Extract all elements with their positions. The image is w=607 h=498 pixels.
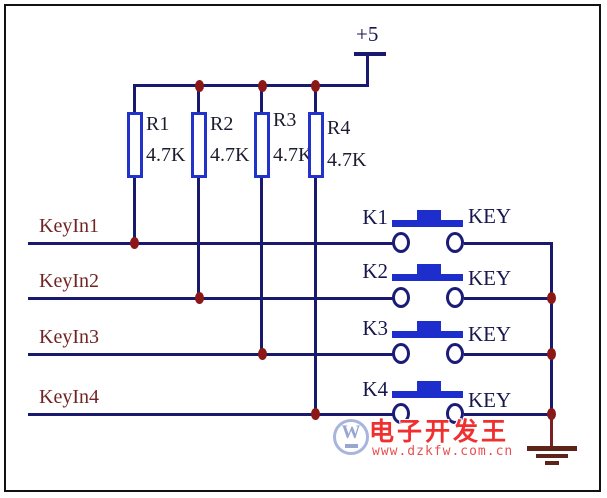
r3-column-wire <box>260 84 263 355</box>
power-label: +5 <box>356 22 379 46</box>
sheet-border <box>4 4 601 492</box>
resistor-r4-designator: R4 <box>327 117 351 139</box>
pushbutton-k1-body-icon <box>392 220 463 227</box>
resistor-r3-body <box>254 112 270 178</box>
pushbutton-k3-body-icon <box>392 331 463 338</box>
resistor-r3-designator: R3 <box>273 109 297 131</box>
keyin1-wire <box>28 242 393 245</box>
watermark-logo-base <box>345 444 358 448</box>
junction-dot <box>311 80 320 92</box>
vcc-rail-wire <box>133 84 369 87</box>
pushbutton-k2-body-icon <box>392 274 463 281</box>
pushbutton-k3-right-pin <box>446 343 464 364</box>
junction-dot <box>547 292 556 304</box>
watermark-logo-letter: W <box>341 422 361 443</box>
key-k3-designator: K3 <box>362 316 388 340</box>
resistor-r4-value: 4.7K <box>327 149 367 171</box>
key-k3-part-label: KEY <box>468 322 512 346</box>
junction-dot <box>311 408 320 420</box>
resistor-r1-body <box>127 112 143 178</box>
resistor-r2-designator: R2 <box>210 113 234 135</box>
pushbutton-k3-actuator-icon <box>417 321 441 332</box>
pushbutton-k1-right-pin <box>446 232 464 253</box>
pushbutton-k2-right-pin <box>446 287 464 308</box>
ground-rail-wire <box>550 242 553 416</box>
junction-dot <box>258 80 267 92</box>
power-symbol <box>354 52 386 56</box>
k3-right-wire <box>464 353 553 356</box>
pushbutton-k4-actuator-icon <box>417 381 441 392</box>
key-k4-designator: K4 <box>362 377 388 401</box>
key-k1-part-label: KEY <box>468 204 512 228</box>
k2-right-wire <box>464 297 553 300</box>
net-label-keyin2: KeyIn2 <box>39 270 99 292</box>
keyin4-wire <box>28 413 393 416</box>
pushbutton-k4-body-icon <box>392 391 463 398</box>
key-k4-part-label: KEY <box>468 388 512 412</box>
resistor-r2-value: 4.7K <box>210 144 250 166</box>
key-k2-designator: K2 <box>362 259 388 283</box>
pushbutton-k1-actuator-icon <box>417 210 441 221</box>
pushbutton-k2-actuator-icon <box>417 264 441 275</box>
keyin2-wire <box>28 297 393 300</box>
pushbutton-k2-left-pin <box>392 287 410 308</box>
resistor-r1-value: 4.7K <box>146 144 186 166</box>
power-stem-wire <box>366 54 369 87</box>
pushbutton-k4-right-pin <box>446 403 464 424</box>
watermark-brand-text: 电子开发王 <box>369 419 510 446</box>
junction-dot <box>130 237 139 249</box>
junction-dot <box>195 292 204 304</box>
junction-dot <box>258 348 267 360</box>
key-k2-part-label: KEY <box>468 266 512 290</box>
r2-column-wire <box>197 84 200 299</box>
resistor-r1-designator: R1 <box>146 113 170 135</box>
ground-symbol <box>545 461 559 465</box>
resistor-r3-value: 4.7K <box>273 144 313 166</box>
k1-right-wire <box>464 242 553 245</box>
watermark-url: www.dzkfw.com.cn <box>372 444 514 459</box>
ground-symbol <box>536 454 568 458</box>
junction-dot <box>547 348 556 360</box>
key-k1-designator: K1 <box>362 205 388 229</box>
pushbutton-k4-left-pin <box>392 403 410 424</box>
net-label-keyin3: KeyIn3 <box>39 326 99 348</box>
keyin3-wire <box>28 353 393 356</box>
r4-column-wire <box>314 84 317 415</box>
resistor-r2-body <box>191 112 207 178</box>
resistor-r4-body <box>308 112 324 178</box>
watermark-logo-icon: W <box>333 419 369 455</box>
pushbutton-k1-left-pin <box>392 232 410 253</box>
ground-symbol <box>527 446 577 451</box>
junction-dot <box>195 80 204 92</box>
pushbutton-k3-left-pin <box>392 343 410 364</box>
net-label-keyin4: KeyIn4 <box>39 386 99 408</box>
net-label-keyin1: KeyIn1 <box>39 215 99 237</box>
ground-stem <box>550 414 553 447</box>
k4-right-wire <box>464 413 553 416</box>
